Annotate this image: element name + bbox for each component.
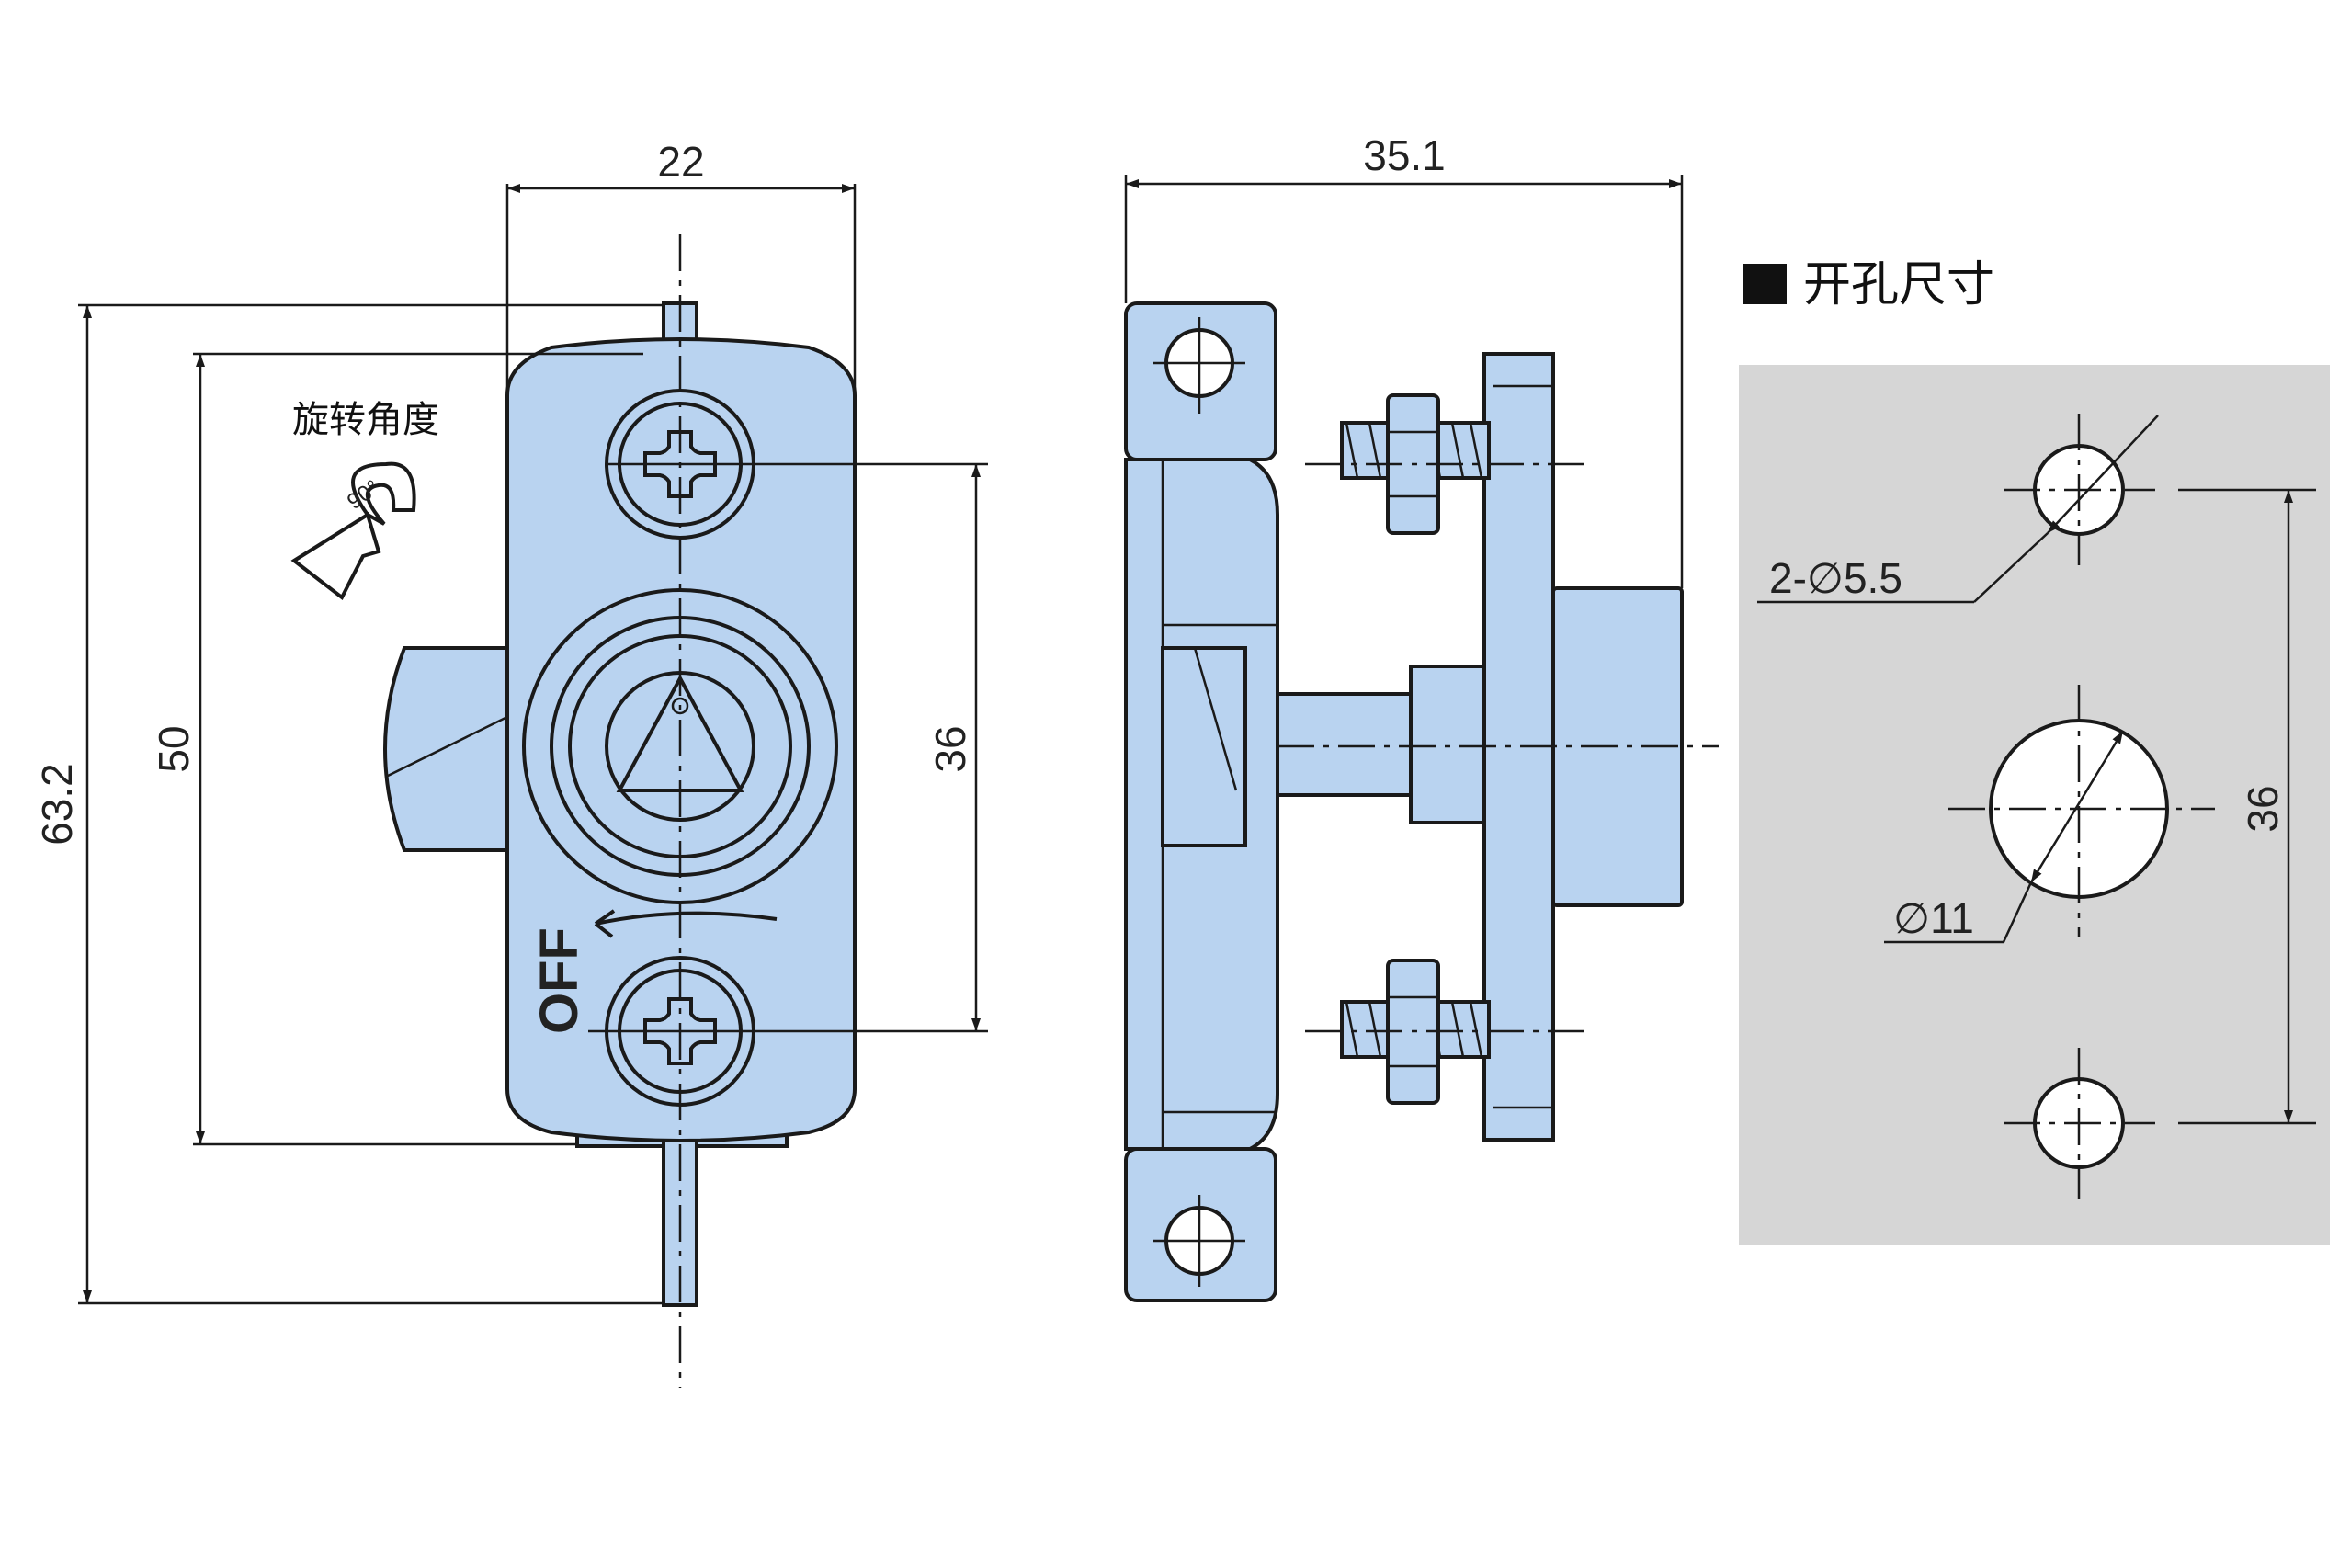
side-view: 35.1 [1124,131,1719,1302]
cutout-title: 开孔尺寸 [1803,257,1994,312]
small-hole-label: 2-∅5.5 [1769,554,1902,602]
front-view: OFF 旋转角度 90° 22 63.2 50 36 [33,138,988,1388]
dim-total-height: 63.2 [33,763,81,846]
rotation-arrow-icon [351,461,416,526]
off-arrow [595,911,778,926]
shaft [1276,692,1417,797]
dim-screw-pitch: 36 [926,725,974,772]
dim-width: 22 [657,138,704,186]
off-label: OFF [529,927,589,1034]
large-hole-label: ∅11 [1893,894,1974,942]
hole-pitch: 36 [2239,785,2287,832]
latch-tongue [383,646,509,852]
title-square-icon [1743,264,1787,304]
dim-depth: 35.1 [1363,131,1446,179]
cutout-section: 开孔尺寸 2-∅5.5 ∅11 36 [1739,257,2330,1245]
dim-body-height: 50 [150,725,198,772]
rotation-label: 旋转角度 [292,399,439,441]
